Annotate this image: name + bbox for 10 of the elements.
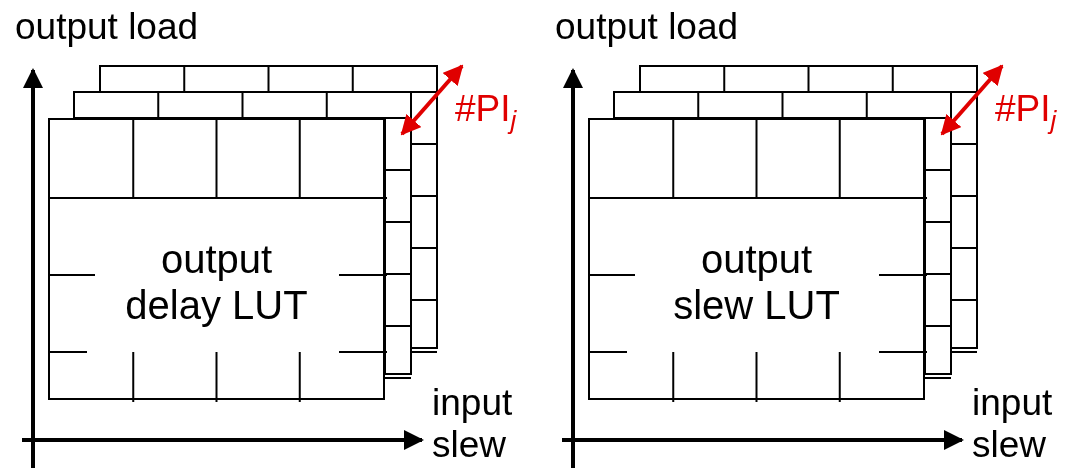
table-title: output slew LUT [672, 236, 841, 328]
axis-label: input slew [972, 382, 1054, 466]
axis-label: output load [555, 6, 739, 48]
lookup-table-grid [588, 118, 925, 400]
lookup-table-grid [48, 118, 385, 400]
table-title: output delay LUT [124, 236, 309, 328]
layer-count-label: #PI$_{j}$ [455, 88, 517, 138]
axis-label: input slew [432, 382, 514, 466]
layer-count-label: #PI$_{j}$ [995, 88, 1057, 138]
axis-label: output load [15, 6, 199, 48]
